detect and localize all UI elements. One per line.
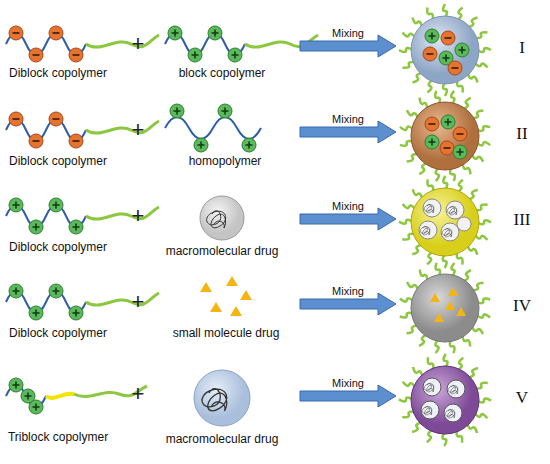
plus-sign: +	[132, 118, 145, 142]
polymer-label: Diblock copolymer	[9, 154, 107, 168]
row-number: V	[516, 388, 528, 408]
plus-sign: +	[132, 290, 145, 314]
polymer-label: Diblock copolymer	[9, 326, 107, 340]
arrow-label: Mixing	[332, 112, 364, 126]
row-number: I	[519, 38, 525, 58]
plus-sign: +	[132, 32, 145, 56]
row-number: III	[514, 210, 531, 230]
polymer-label: macromolecular drug	[166, 244, 279, 258]
plus-sign: +	[132, 204, 145, 228]
polymer-label: Diblock copolymer	[9, 66, 107, 80]
arrow-label: Mixing	[332, 376, 364, 390]
arrow-label: Mixing	[332, 284, 364, 298]
polymer-label: homopolymer	[189, 154, 262, 168]
polymer-label: Triblock copolymer	[8, 430, 108, 444]
arrow-label: Mixing	[332, 26, 364, 40]
row-number: IV	[513, 296, 531, 316]
polymer-label: Diblock copolymer	[9, 240, 107, 254]
arrow-label: Mixing	[332, 199, 364, 213]
polymer-label: block copolymer	[179, 66, 266, 80]
polymer-label: macromolecular drug	[166, 432, 279, 446]
row-number: II	[516, 124, 527, 144]
polymer-label: small molecule drug	[173, 326, 280, 340]
plus-sign: +	[132, 382, 145, 406]
